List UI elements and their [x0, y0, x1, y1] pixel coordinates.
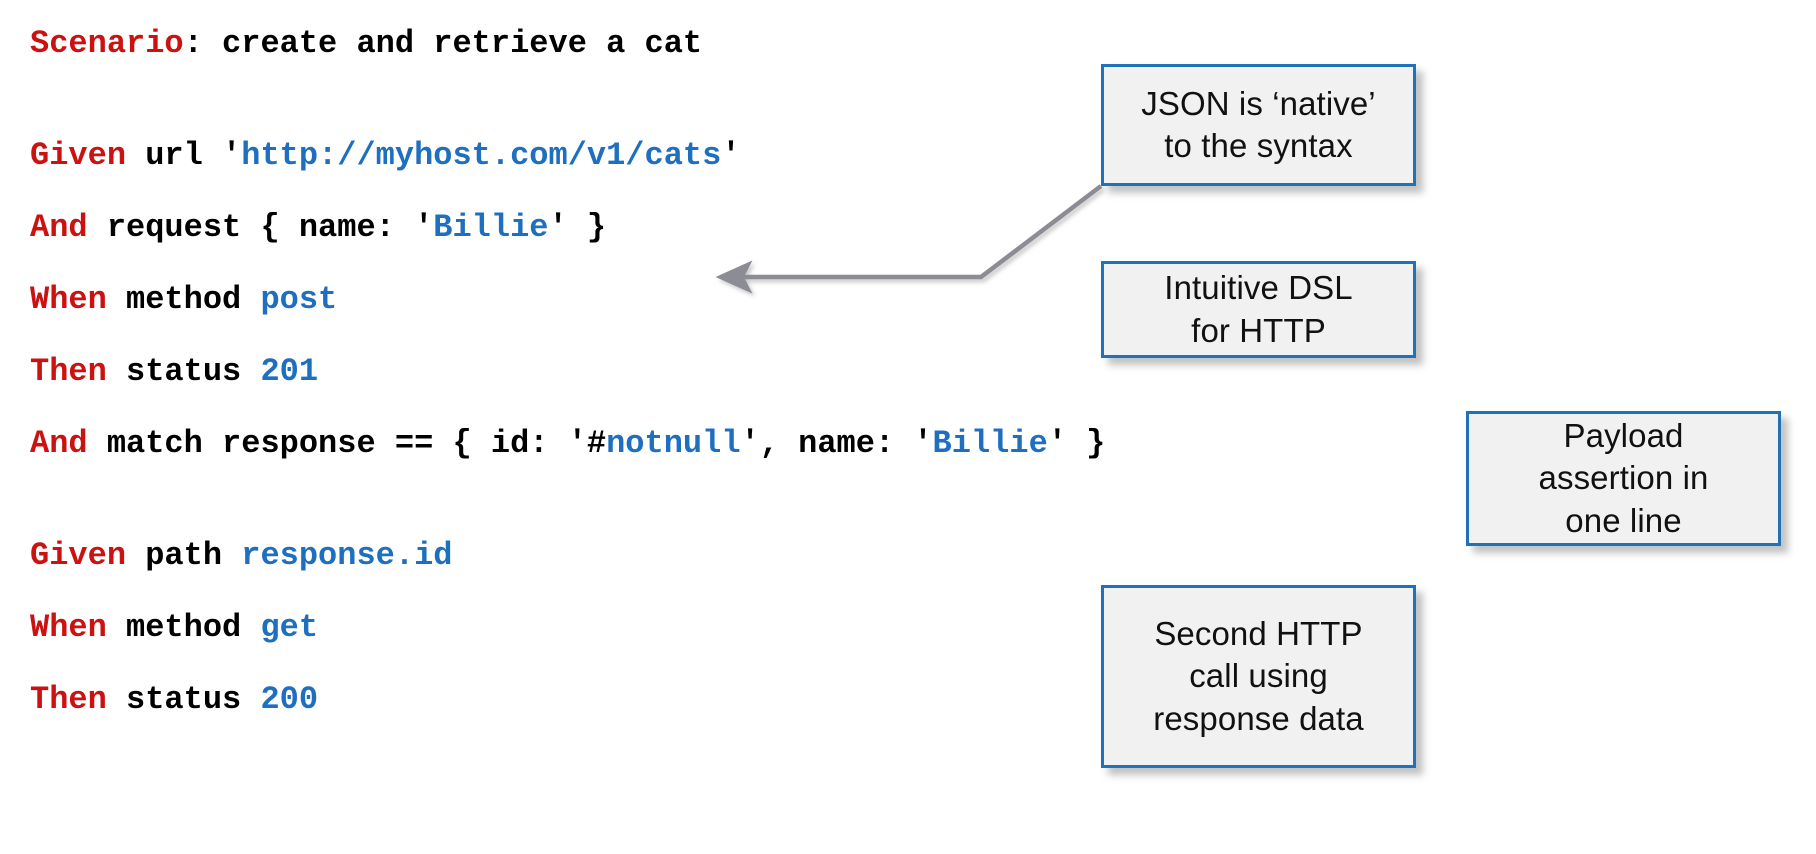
- code-token: http://myhost.com/v1/cats: [241, 137, 722, 174]
- code-token: get: [260, 609, 319, 646]
- code-token: match response == { id: '#: [87, 425, 607, 462]
- code-token: 200: [260, 681, 319, 718]
- code-token: post: [260, 281, 338, 318]
- code-token: url ': [126, 137, 242, 174]
- code-token: status: [106, 681, 261, 718]
- code-token: And: [30, 209, 88, 246]
- code-line-given-path: Given path response.id: [30, 540, 1330, 580]
- code-token: status: [106, 353, 261, 390]
- code-line-and-request: And request { name: 'Billie' }: [30, 212, 1330, 252]
- code-token: Billie: [932, 425, 1048, 462]
- code-token: notnull: [606, 425, 741, 462]
- code-token: Then: [30, 353, 107, 390]
- code-token: Given: [30, 537, 127, 574]
- code-line-when-method-get: When method get: [30, 612, 1330, 652]
- code-token: path: [126, 537, 242, 574]
- code-line-when-method-post: When method post: [30, 284, 1330, 324]
- code-line-given-url: Given url 'http://myhost.com/v1/cats': [30, 140, 1330, 180]
- code-token: : create and retrieve a cat: [183, 25, 703, 62]
- code-token: When: [30, 609, 107, 646]
- code-token: Scenario: [30, 25, 184, 62]
- code-token: And: [30, 425, 88, 462]
- code-line-then-status-200: Then status 200: [30, 684, 1330, 724]
- code-line-and-match-response: And match response == { id: '#notnull', …: [30, 428, 1330, 468]
- code-line-then-status-201: Then status 201: [30, 356, 1330, 396]
- code-token: method: [106, 609, 261, 646]
- code-token: method: [106, 281, 261, 318]
- code-token: Given: [30, 137, 127, 174]
- code-token: request { name: ': [87, 209, 434, 246]
- code-token: ', name: ': [740, 425, 933, 462]
- code-token: When: [30, 281, 107, 318]
- karate-code-block: Scenario: create and retrieve a cat Give…: [30, 28, 1330, 756]
- code-token: 201: [260, 353, 319, 390]
- callout-json-native[interactable]: JSON is ‘native’to the syntax: [1101, 64, 1416, 186]
- code-token: Billie: [433, 209, 549, 246]
- code-token: ' }: [548, 209, 607, 246]
- code-token: ': [721, 137, 741, 174]
- code-token: response.id: [241, 537, 453, 574]
- code-token: Then: [30, 681, 107, 718]
- code-token: ' }: [1047, 425, 1106, 462]
- code-line-scenario: Scenario: create and retrieve a cat: [30, 28, 1330, 68]
